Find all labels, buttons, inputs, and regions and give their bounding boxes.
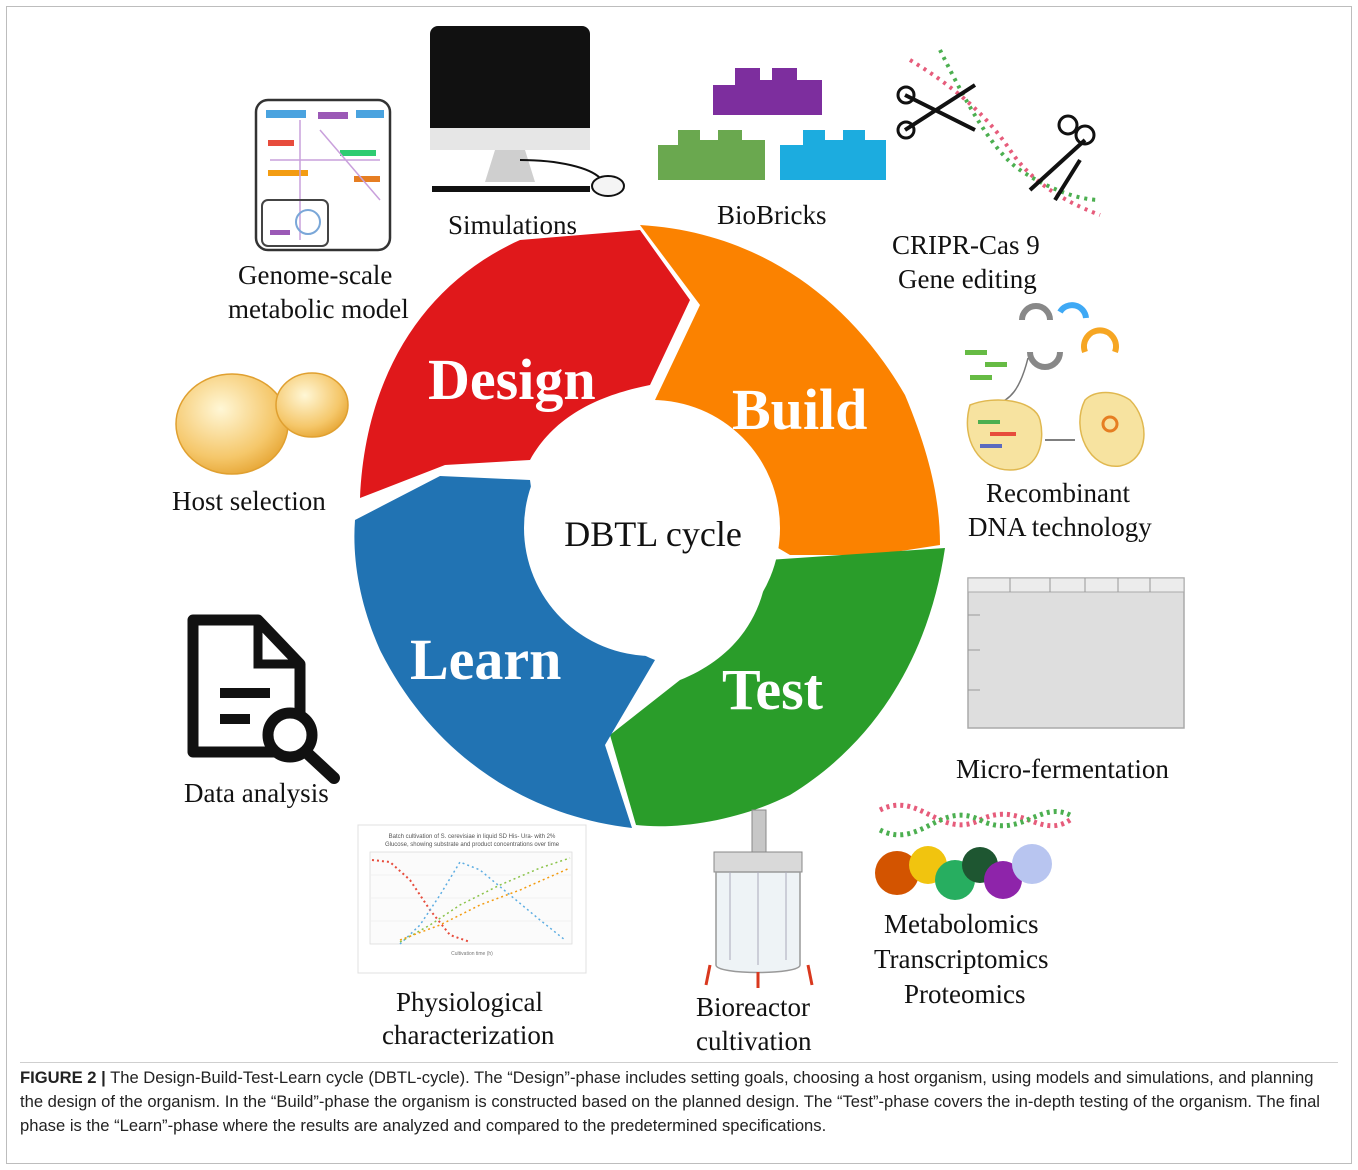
genome-label-1: Genome-scale [238, 260, 393, 290]
figure-frame [6, 6, 1352, 1164]
host-label: Host selection [172, 486, 326, 516]
recombinant-dna-icon [965, 302, 1145, 471]
omics-label-2: Transcriptomics [874, 944, 1049, 974]
microplate-icon [967, 577, 1185, 729]
micro-fermentation-label: Micro-fermentation [956, 754, 1169, 784]
design-label: Design [428, 347, 596, 412]
recombinant-label-2: DNA technology [968, 512, 1152, 542]
omics-label-1: Metabolomics [884, 909, 1039, 939]
biobricks-label: BioBricks [717, 200, 827, 230]
physiology-chart-inset: Batch cultivation of S. cerevisiae in li… [357, 824, 587, 974]
dbtl-ring [354, 225, 945, 828]
caption-text: The Design-Build-Test-Learn cycle (DBTL-… [20, 1068, 1320, 1135]
genome-label-2: metabolic model [228, 294, 409, 324]
document-search-icon [187, 614, 340, 784]
design-arc [360, 230, 690, 498]
test-arc [610, 548, 945, 827]
figure-caption: FIGURE 2 | The Design-Build-Test-Learn c… [20, 1066, 1338, 1138]
center-label: DBTL cycle [564, 514, 742, 554]
bioreactor-label-2: cultivation [696, 1026, 812, 1056]
caption-divider [20, 1062, 1338, 1063]
crispr-label-1: CRIPR-Cas 9 [892, 230, 1040, 260]
data-analysis-label: Data analysis [184, 778, 329, 808]
chart-inset-title-2: Glucose, showing substrate and product c… [385, 842, 560, 848]
chart-inset-title: Batch cultivation of S. cerevisiae in li… [389, 834, 556, 840]
metabolic-map-icon [254, 98, 392, 252]
learn-arc [354, 476, 655, 828]
chart-inset-xlabel: Cultivation time (h) [451, 951, 493, 957]
build-label: Build [732, 377, 868, 442]
crispr-label-2: Gene editing [898, 264, 1037, 294]
simulations-label: Simulations [448, 210, 578, 240]
test-label: Test [722, 657, 823, 722]
physio-label-1: Physiological [396, 987, 543, 1017]
recombinant-label-1: Recombinant [986, 478, 1130, 508]
computer-monitor-icon [430, 26, 625, 197]
learn-label: Learn [410, 627, 562, 692]
bioreactor-icon [704, 809, 814, 988]
center-circle [524, 400, 780, 656]
yeast-cell-icon [175, 372, 349, 475]
build-arc [640, 225, 940, 555]
bioreactor-label-1: Bioreactor [696, 992, 810, 1022]
physio-label-2: characterization [382, 1020, 555, 1050]
omics-label-3: Proteomics [904, 979, 1026, 1009]
crispr-dna-icon [893, 40, 1118, 230]
caption-label: FIGURE 2 | [20, 1068, 106, 1087]
biobricks-icon [658, 68, 886, 180]
omics-icon [875, 802, 1072, 900]
